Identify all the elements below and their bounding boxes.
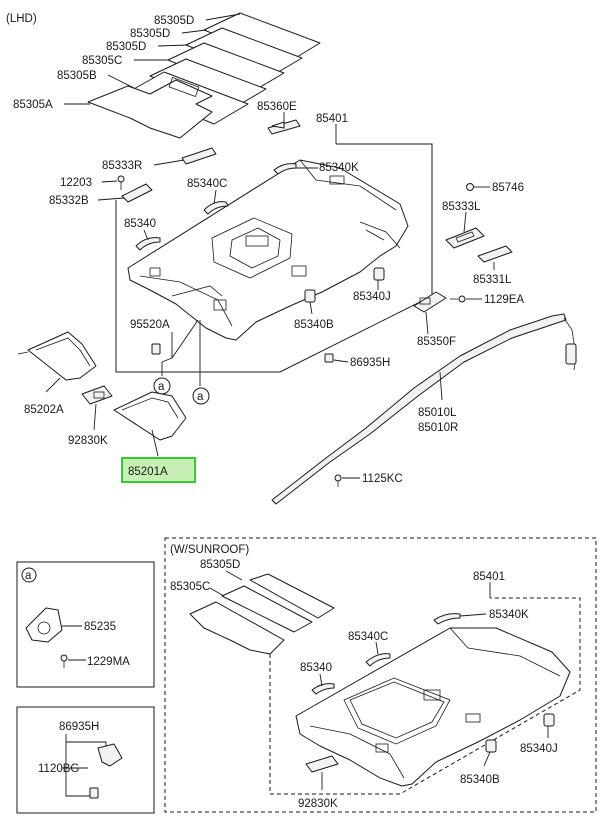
label-85305C: 85305C <box>82 55 122 67</box>
label-85333R: 85333R <box>102 160 142 172</box>
bracket-85332B[interactable] <box>121 183 153 203</box>
label-85340C: 85340C <box>187 178 227 190</box>
label-sunroof-85305D: 85305D <box>200 559 240 571</box>
pad-85305A[interactable] <box>87 79 213 139</box>
bracket-85235[interactable] <box>25 607 63 643</box>
label-85305A: 85305A <box>13 99 53 111</box>
label-85235: 85235 <box>84 621 116 633</box>
label-85305B: 85305B <box>57 70 97 82</box>
label-sunroof-92830K: 92830K <box>298 798 338 810</box>
holder-92830K[interactable] <box>81 385 113 405</box>
clip-legend-86935H[interactable] <box>97 743 123 767</box>
label-sunroof-85340K: 85340K <box>489 609 529 621</box>
sunroof-pad-85305C-a[interactable] <box>221 585 313 633</box>
bracket-85350F[interactable] <box>413 291 447 313</box>
label-85340K: 85340K <box>319 162 359 174</box>
label-85201A: 85201A <box>128 466 168 478</box>
label-85010L: 85010L <box>418 407 457 419</box>
label-85340B: 85340B <box>294 319 334 331</box>
label-85360E: 85360E <box>257 101 297 113</box>
label-sunroof-85305C: 85305C <box>170 581 210 593</box>
headliner-85401[interactable] <box>127 159 409 341</box>
label-86935H: 86935H <box>350 357 390 369</box>
curtain-airbag-85010[interactable] <box>271 313 577 505</box>
clip-85340B[interactable] <box>304 289 316 303</box>
bracket-85333L[interactable] <box>445 227 485 249</box>
label-legend-86935H: 86935H <box>59 721 99 733</box>
label-85746: 85746 <box>492 182 524 194</box>
bracket-85331L[interactable] <box>477 245 513 263</box>
plug-85746[interactable] <box>466 183 474 191</box>
sunroof-variant-box <box>164 537 597 813</box>
legend-callout-a-text: a <box>25 570 32 582</box>
label-sunroof-85401: 85401 <box>473 571 505 583</box>
label-85305D-1: 85305D <box>154 15 194 27</box>
sunroof-clip-85340J[interactable] <box>543 713 555 727</box>
label-1229MA: 1229MA <box>87 656 130 668</box>
label-85350F: 85350F <box>417 336 456 348</box>
legend-box-b <box>16 706 155 814</box>
sunroof-pad-85305C-b[interactable] <box>189 601 285 655</box>
label-85340J: 85340J <box>353 291 391 303</box>
sunroof-grip-85340C[interactable] <box>365 653 391 667</box>
callout-a-right[interactable] <box>192 387 210 405</box>
label-sunroof-85340: 85340 <box>300 662 332 674</box>
label-85305D-3: 85305D <box>106 41 146 53</box>
sunroof-clip-85340B[interactable] <box>485 739 497 753</box>
label-1129EA: 1129EA <box>484 294 524 306</box>
label-85331L: 85331L <box>473 274 512 286</box>
label-95520A: 95520A <box>130 319 170 331</box>
clip-95520A[interactable] <box>151 343 161 355</box>
label-85333L: 85333L <box>442 201 481 213</box>
sun-visor-85202A[interactable] <box>17 331 97 381</box>
bolt-1129EA[interactable] <box>450 295 466 303</box>
sunroof-pad-85305D[interactable] <box>249 573 335 619</box>
label-sunroof-85340C: 85340C <box>348 631 388 643</box>
sunroof-pads[interactable] <box>189 573 335 655</box>
headliner-assembly-frame <box>115 143 433 373</box>
label-85202A: 85202A <box>24 404 64 416</box>
label-1125KC: 1125KC <box>362 473 403 485</box>
screw-1229MA[interactable] <box>60 654 68 668</box>
label-1120BG: 1120BG <box>38 763 79 775</box>
sun-visor-85201A[interactable] <box>113 391 187 441</box>
legend-callout-a <box>21 567 37 583</box>
label-85305D-2: 85305D <box>130 28 170 40</box>
variant-label: (LHD) <box>6 13 37 25</box>
label-85401: 85401 <box>316 113 348 125</box>
screw-12203[interactable] <box>117 175 125 190</box>
callout-a-right-text: a <box>197 391 204 403</box>
label-92830K: 92830K <box>68 435 108 447</box>
assist-grip-85340C[interactable] <box>203 201 229 215</box>
clip-85360E[interactable] <box>267 119 301 135</box>
sunroof-holder-92830K[interactable] <box>305 755 339 773</box>
clip-86935H[interactable] <box>324 353 334 363</box>
sunroof-headliner-85401[interactable] <box>295 627 571 787</box>
label-sunroof-85340J: 85340J <box>520 743 558 755</box>
sunroof-grip-85340[interactable] <box>311 683 335 695</box>
bolt-1120BG[interactable] <box>89 787 99 799</box>
label-85340: 85340 <box>124 218 156 230</box>
highlight-85201A[interactable] <box>121 457 196 483</box>
label-sunroof-85340B: 85340B <box>460 774 500 786</box>
label-85010R: 85010R <box>418 422 458 434</box>
callout-a-left-text: a <box>158 381 165 393</box>
label-85332B: 85332B <box>49 195 89 207</box>
sunroof-variant-label: (W/SUNROOF) <box>170 544 249 556</box>
assist-grip-85340[interactable] <box>135 237 161 251</box>
bracket-85333R[interactable] <box>181 147 217 165</box>
clip-85340J[interactable] <box>373 267 385 281</box>
sunroof-grip-85340K[interactable] <box>433 613 461 625</box>
bolt-1125KC[interactable] <box>334 474 342 487</box>
label-12203: 12203 <box>60 177 92 189</box>
insulation-pads[interactable] <box>87 12 321 139</box>
